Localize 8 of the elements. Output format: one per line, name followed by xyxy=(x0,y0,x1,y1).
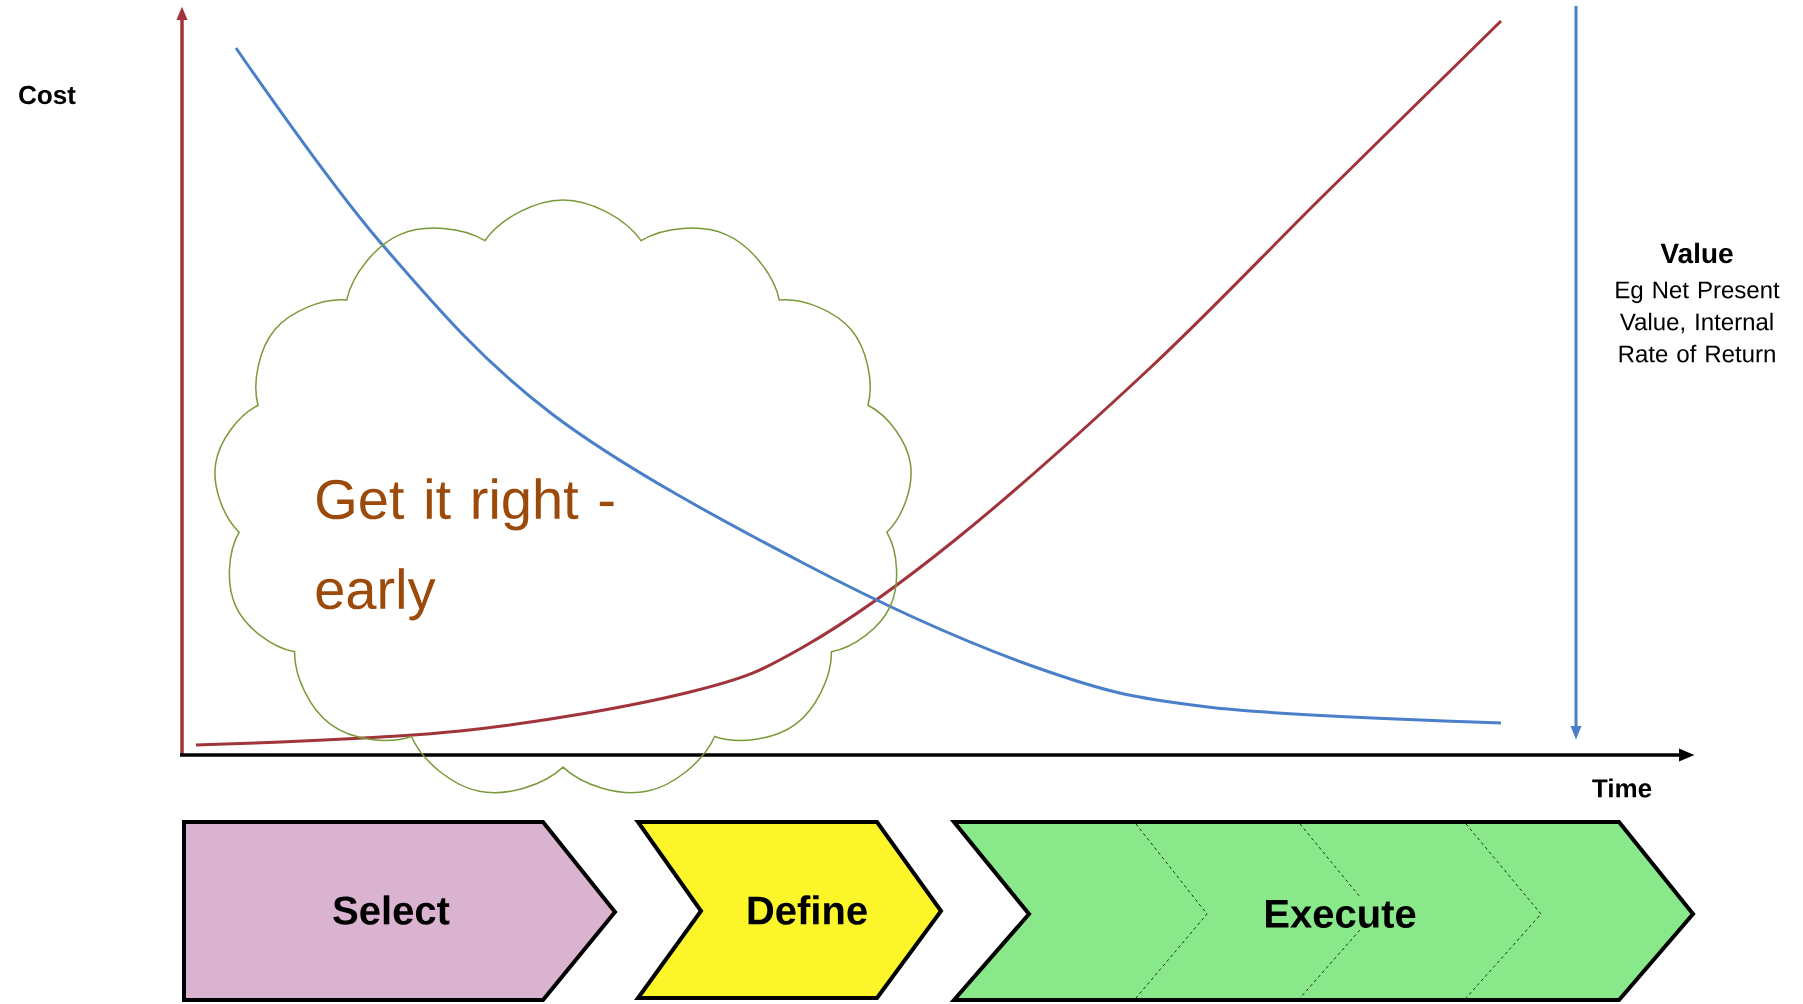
axis-label: Cost xyxy=(19,85,76,105)
value-note: Eg Net Present Value, Internal Rate of Return xyxy=(1616,281,1780,363)
chevron-box: Define xyxy=(634,820,944,1000)
value-heading: Value xyxy=(1660,242,1733,264)
axis-label: Time xyxy=(1592,778,1652,798)
chevron-box: Execute xyxy=(949,820,1696,1002)
chevron-box: Select xyxy=(182,820,618,1002)
thought-cloud: Get it right - early xyxy=(214,199,912,794)
